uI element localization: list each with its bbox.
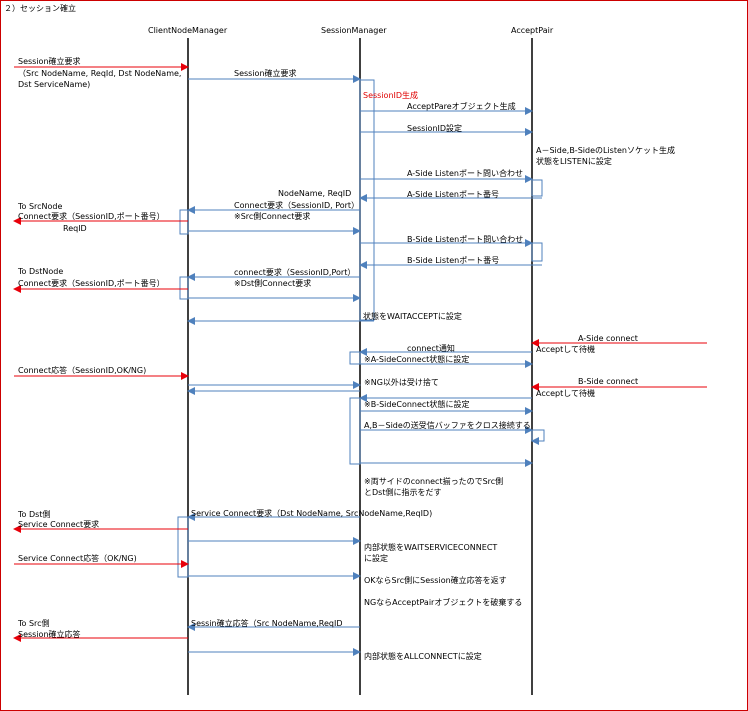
activation-session-3	[349, 397, 361, 465]
activation-client-1	[179, 209, 189, 235]
label-connect-req-1: Connect要求（SessionID, Port）	[234, 201, 360, 210]
label-to-dst-side: To Dst側	[18, 510, 51, 519]
lifeline-label-client: ClientNodeManager	[148, 26, 228, 35]
label-connect-reply: Connect応答（SessionID,OK/NG)	[18, 366, 147, 375]
label-connect-req-2: connect要求（SessionID,Port）	[234, 268, 356, 277]
activation-client-3	[177, 516, 189, 578]
label-b-port-query: B-Side Listenポート問い合わせ	[407, 235, 524, 244]
label-connect-notify: connect通知	[407, 344, 455, 353]
lifeline-label-accept: AcceptPair	[511, 26, 554, 35]
label-ng-discard: ※NG以外は受け捨て	[364, 378, 439, 387]
label-accept-create: AcceptPareオブジェクト生成	[407, 102, 516, 111]
lifeline-label-session: SessionManager	[321, 26, 387, 35]
label-accept-wait-2: Acceptして待機	[536, 389, 596, 398]
label-req-to-sm: Session確立要求	[234, 69, 297, 78]
label-to-src-1: To SrcNode	[18, 202, 63, 211]
label-b-connect-state: ※B-SideConnect状態に設定	[364, 400, 470, 409]
label-b-connect: B-Side connect	[578, 377, 639, 386]
label-reqid: ReqID	[63, 224, 87, 233]
activation-session-1	[359, 79, 375, 321]
label-waitaccept: 状態をWAITACCEPTに設定	[363, 312, 462, 321]
activation-client-2	[179, 276, 189, 300]
label-src-connect: ※Src側Connect要求	[234, 212, 311, 221]
red-arrows	[13, 63, 707, 642]
label-waitservice-2: に設定	[364, 554, 388, 563]
label-a-connect: A-Side connect	[578, 334, 638, 343]
label-svc-connect-msg: Service Connect要求（Dst NodeName, SrcNodeN…	[191, 509, 433, 518]
label-req-in-2: （Src NodeName, ReqId, Dst NodeName,	[18, 69, 182, 78]
label-to-src-2: Connect要求（SessionID,ポート番号）	[18, 212, 165, 221]
label-waitservice-1: 内部状態をWAITSERVICECONNECT	[364, 543, 498, 552]
label-to-src-side: To Src側	[18, 619, 50, 628]
label-listen-create-2: 状態をLISTENに設定	[536, 157, 612, 166]
label-b-port: B-Side Listenポート番号	[407, 256, 500, 265]
label-a-connect-state: ※A-SideConnect状態に設定	[364, 355, 470, 364]
label-sess-reply-msg: Sessin確立応答（Src NodeName,ReqID	[191, 619, 343, 628]
label-listen-create-1: A－Side,B-SideのListenソケット生成	[536, 146, 675, 155]
label-req-in-1: Session確立要求	[18, 57, 81, 66]
label-a-port: A-Side Listenポート番号	[407, 190, 500, 199]
label-ng-destroy: NGならAcceptPairオブジェクトを破棄する	[364, 598, 523, 607]
label-to-dst-2: Connect要求（SessionID,ポート番号）	[18, 279, 165, 288]
label-allconnect: 内部状態をALLCONNECTに設定	[364, 652, 482, 661]
label-sess-reply: Session確立応答	[18, 630, 81, 639]
label-node-reqid: NodeName, ReqID	[278, 189, 352, 198]
label-svc-connect-req: Service Connect要求	[18, 520, 100, 529]
label-accept-wait-1: Acceptして待機	[536, 345, 596, 354]
activation-session-2	[349, 351, 361, 365]
label-sid-set: SessionID設定	[407, 124, 463, 133]
label-sid-gen: SessionID生成	[363, 91, 419, 100]
activation-accept-1	[531, 179, 543, 197]
section-title: ２）セッション確立	[4, 4, 76, 13]
label-cross-buffer: A,B－Sideの送受信バッファをクロス接続する	[364, 421, 531, 430]
label-a-port-query: A-Side Listenポート問い合わせ	[407, 169, 524, 178]
label-both-connect-1: ※両サイドのconnect揃ったのでSrc側	[364, 477, 504, 486]
label-dst-connect: ※Dst側Connect要求	[234, 279, 312, 288]
activation-accept-3	[531, 429, 545, 442]
label-to-dst-1: To DstNode	[18, 267, 64, 276]
label-ok-reply: OKならSrc側にSession確立応答を返す	[364, 576, 507, 585]
label-svc-connect-reply: Service Connect応答（OK/NG)	[18, 554, 137, 563]
label-both-connect-2: とDst側に指示をだす	[364, 488, 442, 497]
blue-arrows	[187, 75, 544, 656]
activation-accept-2	[531, 242, 543, 262]
label-req-in-3: Dst ServiceName)	[18, 80, 91, 89]
